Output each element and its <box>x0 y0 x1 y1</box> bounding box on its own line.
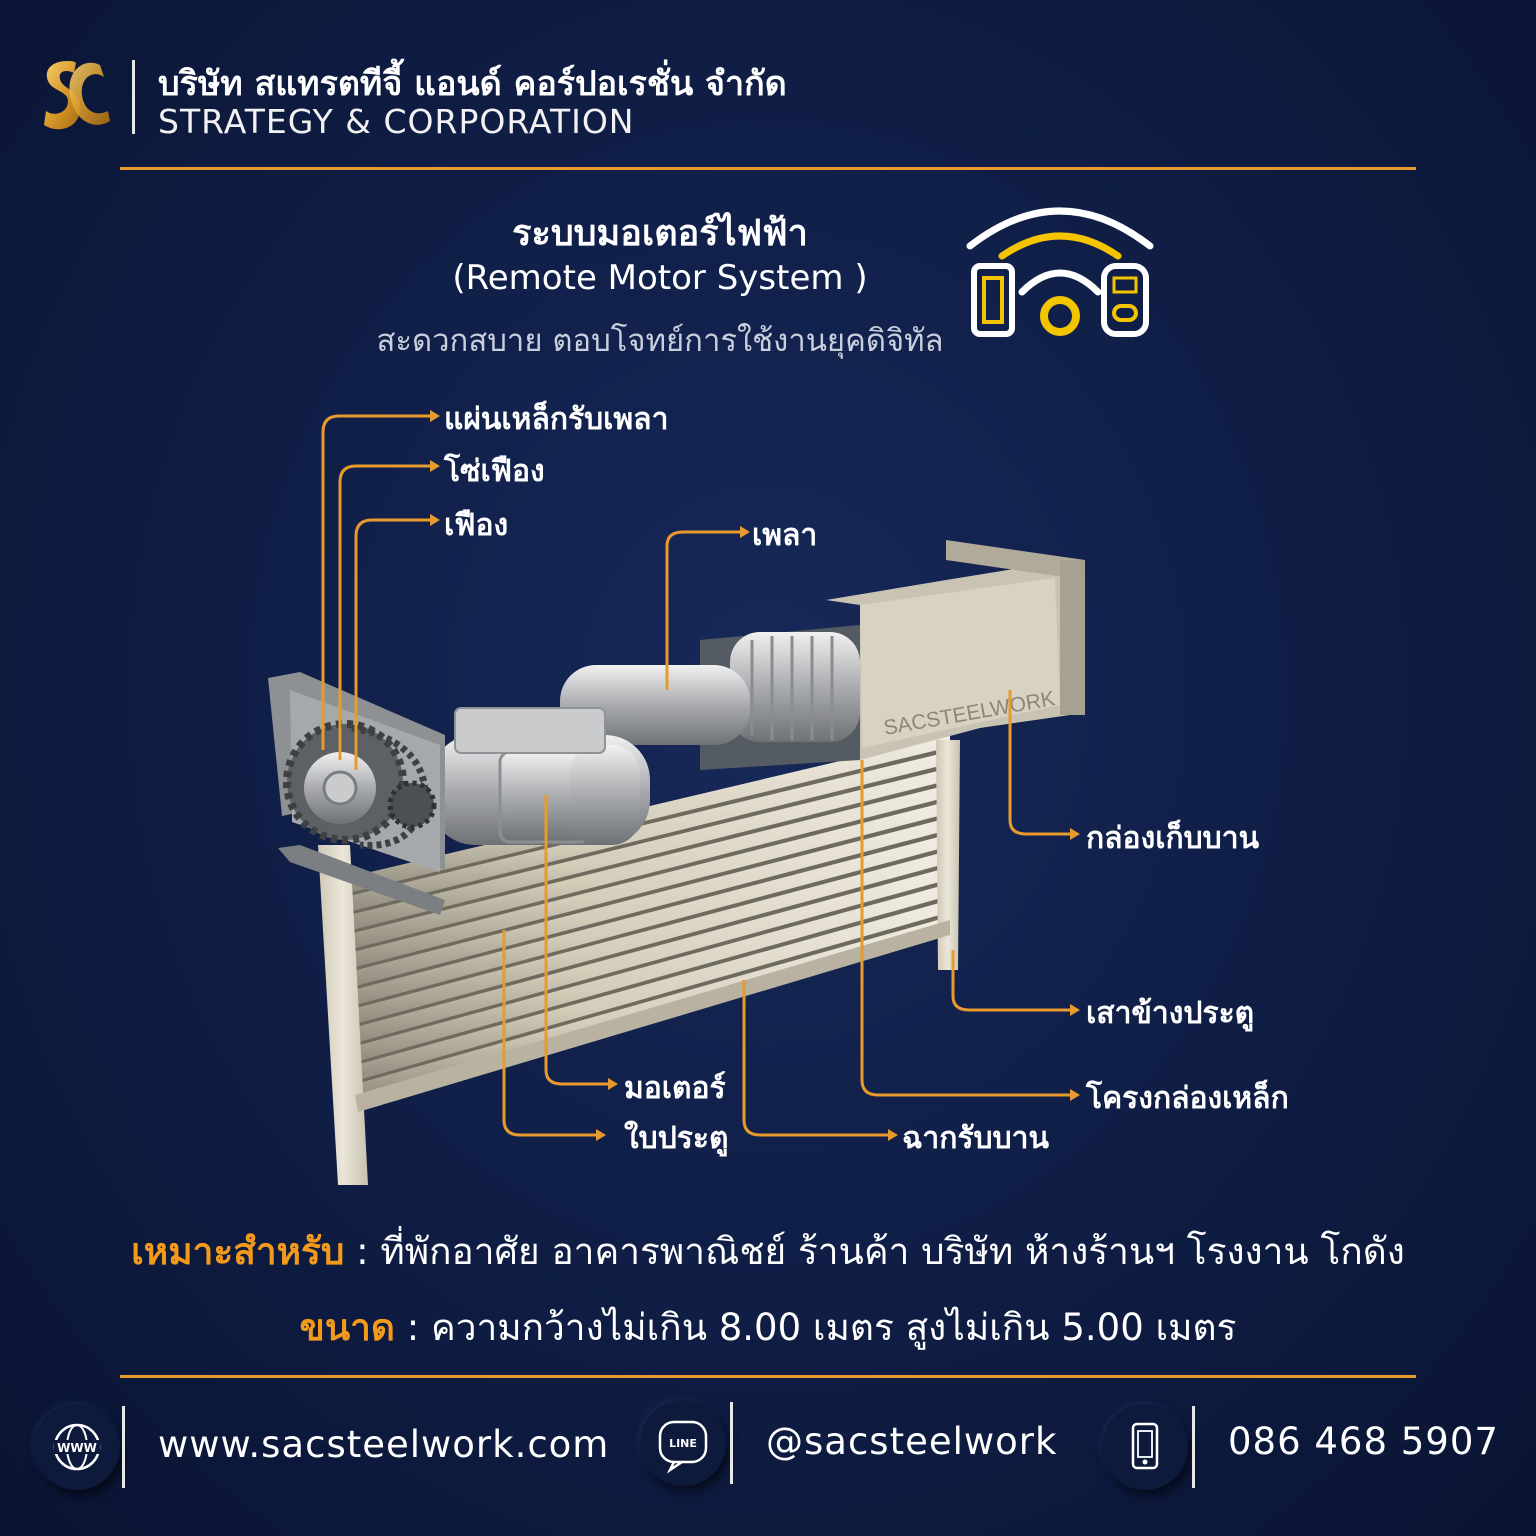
door-slat <box>345 751 950 912</box>
company-logo <box>44 61 110 130</box>
suitable-text: ที่พักอาศัย อาคารพาณิชย์ ร้านค้า บริษัท … <box>380 1230 1405 1273</box>
door-slat <box>345 768 950 931</box>
phone-badge[interactable] <box>1102 1404 1188 1490</box>
bottom-divider <box>120 1375 1416 1378</box>
phone-icon <box>1131 1422 1159 1470</box>
label-chain: โซ่เฟือง <box>444 454 545 489</box>
label-motor: มอเตอร์ <box>624 1071 726 1106</box>
suitable-label: เหมาะสำหรับ <box>131 1230 345 1273</box>
size-label: ขนาด <box>299 1306 395 1349</box>
footer-divider-2 <box>730 1402 733 1484</box>
label-box: กล่องเก็บบาน <box>1086 821 1260 856</box>
company-name-en: STRATEGY & CORPORATION <box>158 102 635 141</box>
label-bracket-plate: แผ่นเหล็กรับเพลา <box>444 402 669 437</box>
suitable-for-line: เหมาะสำหรับ : ที่พักอาศัย อาคารพาณิชย์ ร… <box>60 1222 1476 1281</box>
size-text: ความกว้างไม่เกิน 8.00 เมตร สูงไม่เกิน 5.… <box>430 1306 1237 1349</box>
phone-number[interactable]: 086 468 5907 <box>1228 1420 1499 1463</box>
door-slat <box>345 883 950 1064</box>
door-slat <box>345 801 950 969</box>
company-name-th: บริษัท สแทรตทีจี้ แอนด์ คอร์ปอเรชั่น จำก… <box>158 64 787 104</box>
roller-shutter-diagram: SACSTEELWORK <box>268 410 1085 1185</box>
door-slat <box>345 867 950 1045</box>
header-divider <box>132 60 135 134</box>
remote-control-icon <box>966 207 1154 337</box>
size-sep: : <box>394 1306 431 1349</box>
website-link[interactable]: www.sacsteelwork.com <box>158 1423 610 1466</box>
label-door-leaf: ใบประตู <box>624 1121 729 1156</box>
line-badge[interactable]: LINE <box>640 1400 726 1486</box>
line-icon-text: LINE <box>669 1437 697 1450</box>
top-divider <box>120 167 1416 170</box>
label-side-post: เสาข้างประตู <box>1086 996 1255 1031</box>
label-door-stop: ฉากรับบาน <box>902 1121 1049 1156</box>
door-slat <box>345 900 950 1083</box>
label-steel-frame: โครงกล่องเหล็ก <box>1086 1081 1289 1116</box>
shaft-drum <box>730 632 860 742</box>
shaft <box>560 665 750 745</box>
left-post <box>318 845 368 1185</box>
gear-sprocket <box>283 720 407 844</box>
globe-icon: WWW <box>53 1423 101 1471</box>
suitable-sep: : <box>344 1230 381 1273</box>
size-line: ขนาด : ความกว้างไม่เกิน 8.00 เมตร สูงไม่… <box>60 1298 1476 1357</box>
footer-divider-3 <box>1192 1406 1195 1488</box>
footer-divider-1 <box>122 1406 125 1488</box>
label-shaft: เพลา <box>752 518 818 553</box>
page-title: ระบบมอเตอร์ไฟฟ้า <box>512 213 808 254</box>
website-badge[interactable]: WWW <box>34 1404 120 1490</box>
page-title-en: (Remote Motor System ) <box>452 258 868 298</box>
door-slat <box>345 834 950 1007</box>
door-slat <box>345 784 950 950</box>
page-subtitle: สะดวกสบาย ตอบโจทย์การใช้งานยุคดิจิทัล <box>376 323 944 359</box>
line-handle[interactable]: @sacsteelwork <box>766 1420 1058 1463</box>
label-gear: เฟือง <box>444 508 509 543</box>
door-slat <box>345 817 950 988</box>
line-chat-icon: LINE <box>658 1420 708 1474</box>
door-side-post <box>936 740 960 970</box>
www-icon-text: WWW <box>57 1441 97 1455</box>
door-slat <box>345 850 950 1026</box>
motor <box>430 707 650 845</box>
